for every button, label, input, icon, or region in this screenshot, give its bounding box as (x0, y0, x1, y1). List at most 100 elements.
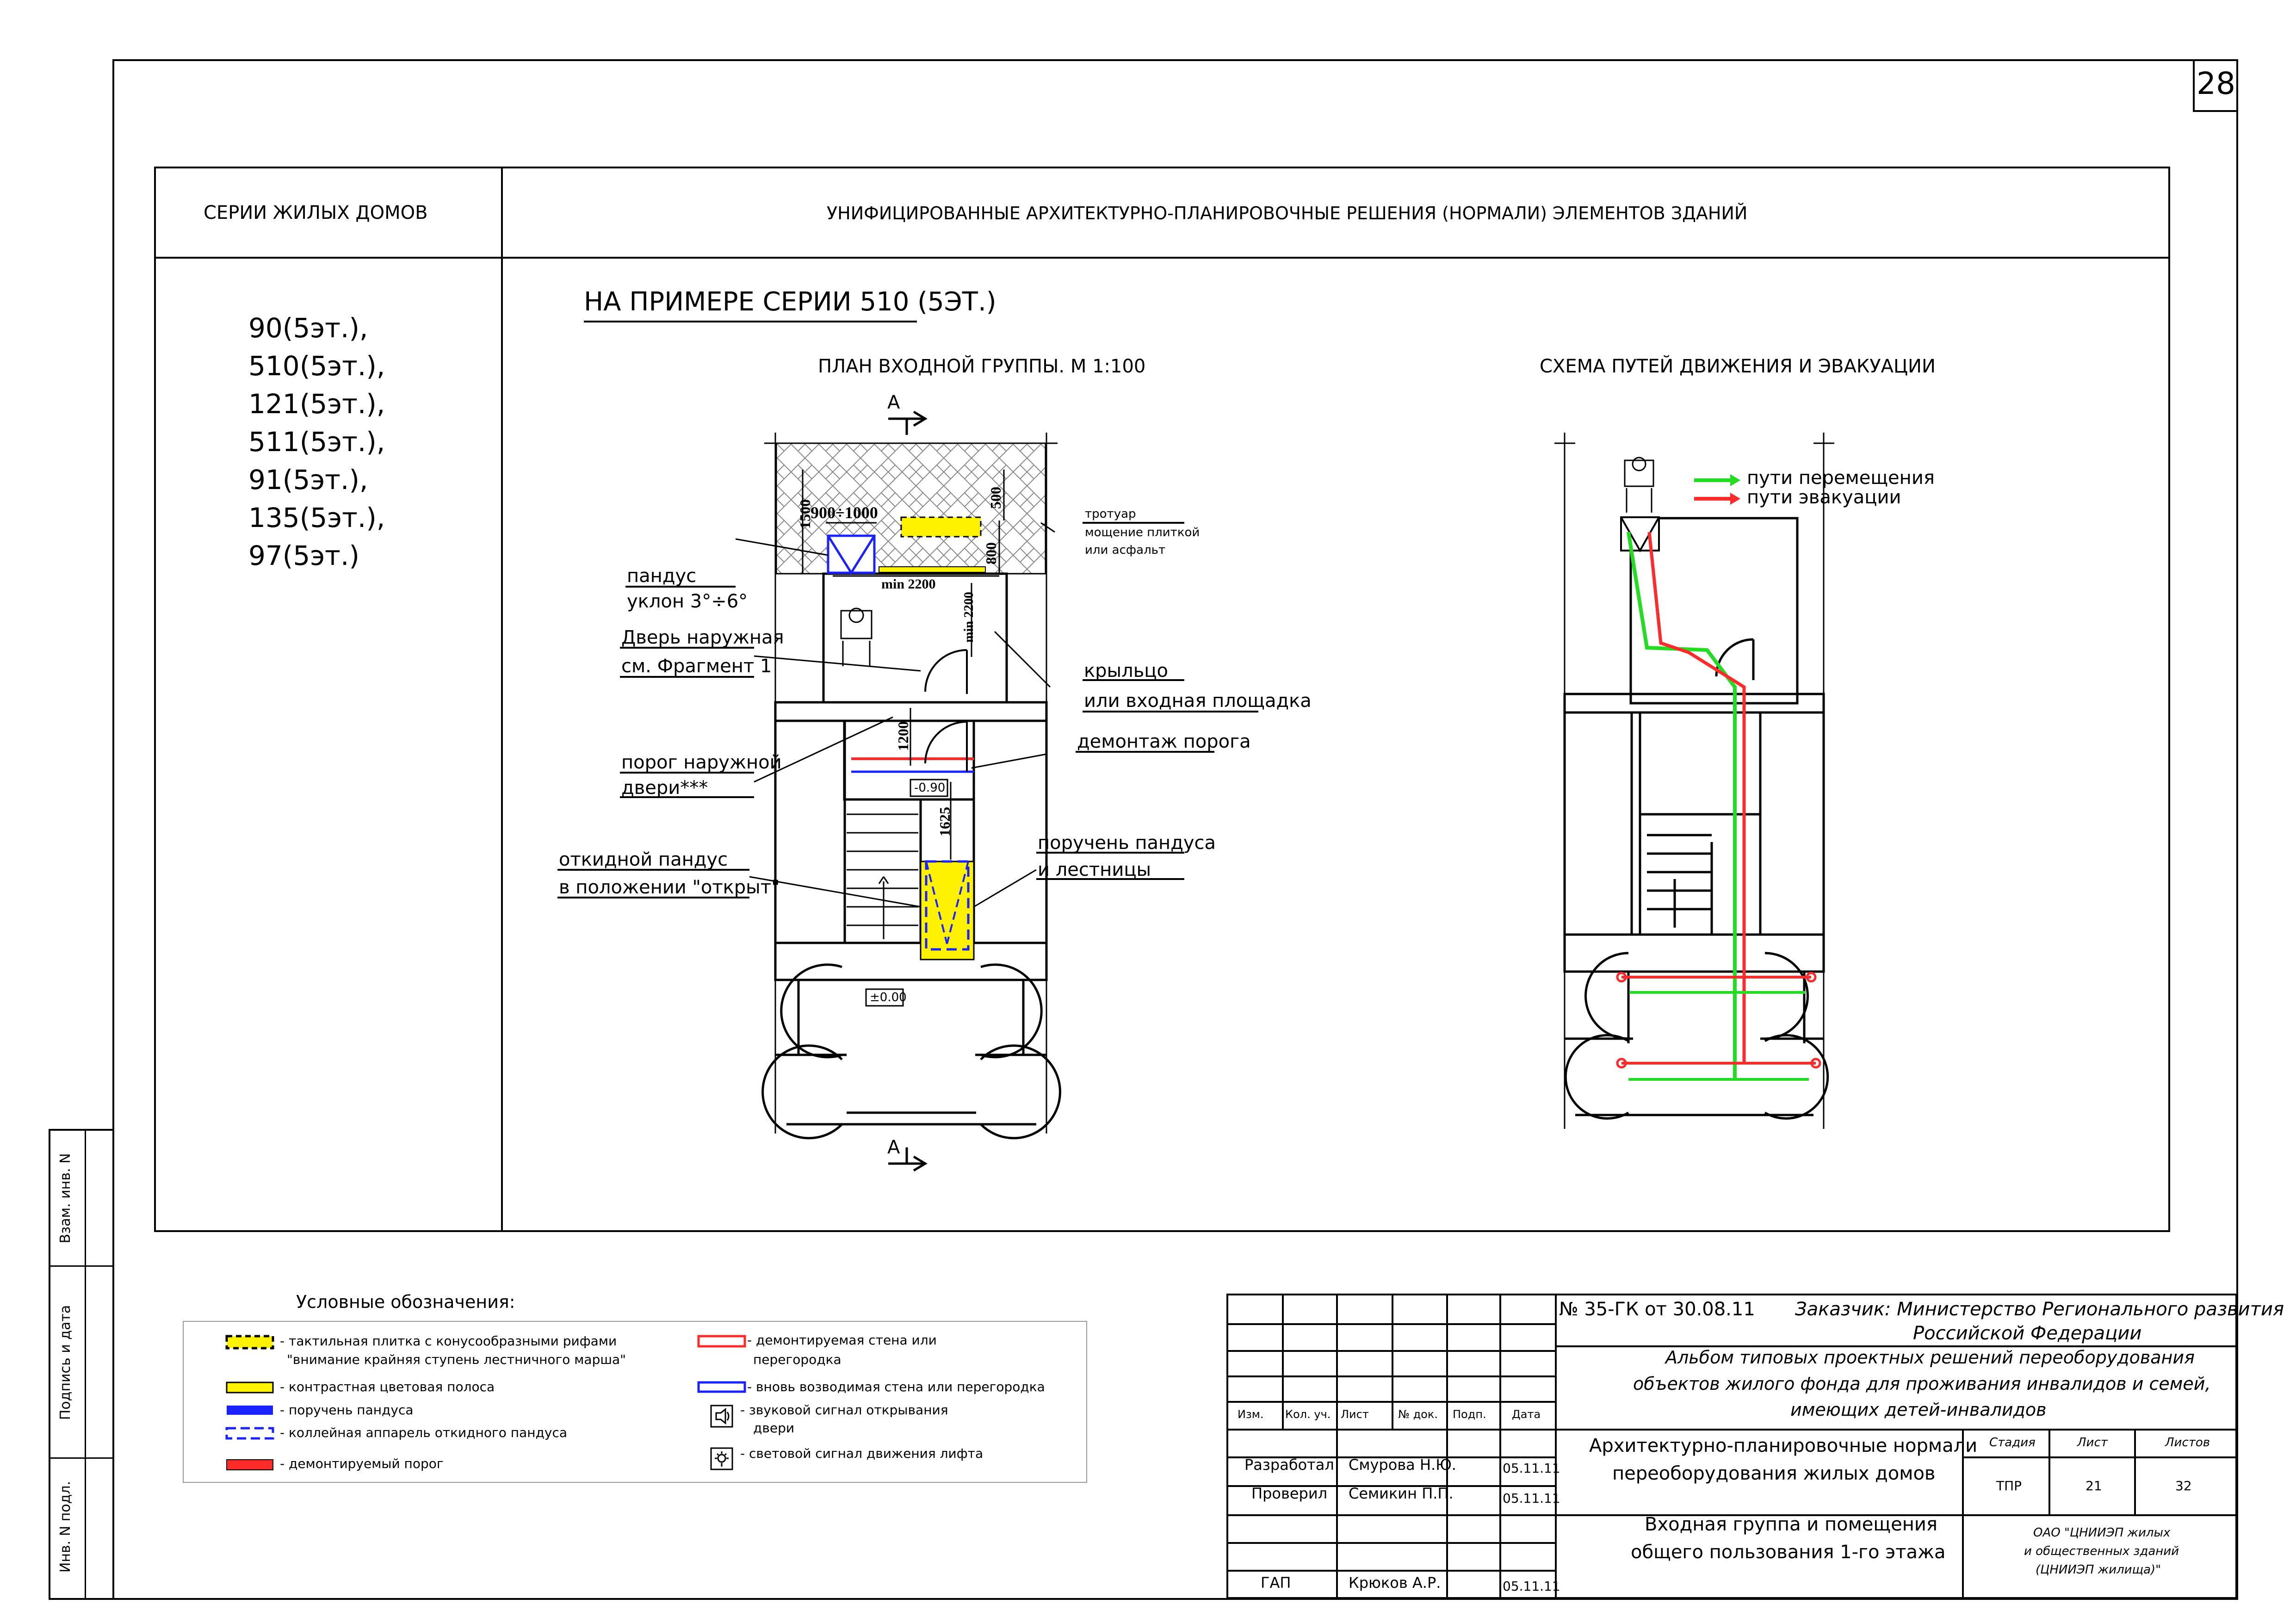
scheme-legend-movement: пути перемещения (1747, 467, 1935, 489)
level-minus: -0.90 (914, 781, 946, 795)
main-table-head-line (154, 257, 2170, 259)
stamp-contract: № 35-ГК от 30.08.11 (1559, 1299, 1755, 1320)
legend-title: Условные обозначения: (296, 1292, 515, 1312)
series-item: 91(5эт.), (248, 464, 368, 496)
example-title: НА ПРИМЕРЕ СЕРИИ 510 (5ЭТ.) (584, 287, 996, 317)
stamp-col-kol: Кол. уч. (1285, 1408, 1331, 1421)
light-signal-icon (710, 1447, 733, 1470)
dim-min2200-a: min 2200 (881, 576, 936, 592)
callout-otkid-1: откидной пандус (559, 849, 728, 870)
side-strip (49, 1129, 112, 1600)
series-item: 135(5эт.), (248, 502, 385, 533)
frame-right (2236, 59, 2238, 1600)
stamp-org-2: и общественных зданий (2024, 1544, 2179, 1558)
stamp-role-2: ГАП (1261, 1574, 1291, 1592)
stamp-customer-2: Российской Федерации (1913, 1323, 2142, 1344)
legend-left-0: - тактильная плитка с конусообразными ри… (280, 1333, 617, 1349)
legend-left-2: - поручень пандуса (280, 1402, 414, 1418)
callout-porog-1: порог наружной (621, 752, 782, 773)
stamp-album-1: Альбом типовых проектных решений переобо… (1665, 1347, 2195, 1368)
stamp-customer-1: Заказчик: Министерство Регионального раз… (1795, 1299, 2284, 1320)
legend-right-0: - демонтируемая стена или (747, 1332, 937, 1348)
legend-right-2: - звуковой сигнал открывания (740, 1402, 948, 1418)
callout-porog-2: двери*** (621, 777, 708, 799)
sound-signal-icon (710, 1405, 733, 1428)
new-wall-icon (697, 1381, 746, 1393)
stamp-col-podp: Подп. (1453, 1408, 1486, 1421)
side-strip-h2 (49, 1457, 112, 1459)
ramp-rail-icon (225, 1427, 274, 1440)
frame-top (112, 59, 2238, 61)
stamp-role-0: Разработал (1244, 1456, 1334, 1474)
callout-pandus-2: уклон 3°÷6° (627, 591, 748, 612)
stamp-sheet-2: общего пользования 1-го этажа (1631, 1542, 1946, 1563)
stamp-date-2: 05.11.11 (1503, 1579, 1560, 1594)
stamp-date-0: 05.11.11 (1503, 1461, 1560, 1476)
sidewalk-hatch (775, 442, 1046, 575)
frame-left (112, 59, 114, 1600)
stamp-role-1: Проверил (1251, 1485, 1328, 1502)
series-item: 97(5эт.) (248, 540, 360, 571)
tactile-tile-icon (225, 1335, 274, 1350)
callout-kryl-2: или входная площадка (1084, 690, 1312, 712)
header-right: УНИФИЦИРОВАННЫЕ АРХИТЕКТУРНО-ПЛАНИРОВОЧН… (827, 203, 1748, 223)
side-strip-divider (85, 1129, 86, 1600)
sheet-number-box (2193, 59, 2238, 112)
stamp-col-list: Лист (1341, 1408, 1369, 1421)
main-table (154, 167, 2170, 1232)
series-item: 510(5эт.), (248, 350, 385, 382)
main-table-col (501, 167, 503, 1232)
level-zero: ±0.00 (870, 991, 907, 1004)
scheme-legend-evacuation: пути эвакуации (1747, 487, 1901, 508)
callout-trotuar-2: мощение плиткой (1085, 526, 1200, 539)
legend-left-4: - демонтируемый порог (280, 1456, 444, 1471)
header-left: СЕРИИ ЖИЛЫХ ДОМОВ (204, 202, 428, 223)
movement-path (1627, 532, 1737, 1078)
stamp-lists: 32 (2175, 1478, 2192, 1493)
contrast-strip-icon (226, 1381, 274, 1394)
stamp-list-head: Лист (2077, 1436, 2108, 1450)
legend-right-1: - вновь возводимая стена или перегородка (747, 1379, 1045, 1394)
section-mark-bottom: А (887, 1137, 900, 1158)
callout-dver-2: см. Фрагмент 1 (621, 656, 772, 677)
callout-kryl-1: крыльцо (1084, 660, 1168, 681)
evacuation-path (1647, 532, 1746, 1064)
stamp-org-3: (ЦНИИЭП жилища)" (2036, 1563, 2161, 1577)
legend-left-0b: "внимание крайняя ступень лестничного ма… (287, 1352, 626, 1367)
callout-dver-1: Дверь наружная (621, 627, 784, 648)
series-item: 121(5эт.), (248, 388, 385, 420)
stamp-sheet-1: Входная группа и помещения (1645, 1514, 1937, 1535)
stamp-section-1: Архитектурно-планировочные нормали (1589, 1435, 1978, 1456)
stamp-org-1: ОАО "ЦНИИЭП жилых (2033, 1526, 2171, 1540)
callout-pandus-1: пандус (627, 565, 697, 587)
stamp-col-izm: Изм. (1238, 1408, 1264, 1421)
legend-right-3: - световой сигнал движения лифта (740, 1446, 984, 1461)
callout-poruch-2: и лестницы (1038, 859, 1151, 880)
frame-bottom (112, 1598, 2238, 1600)
section-mark-top: А (887, 392, 900, 413)
stamp-section-2: переоборудования жилых домов (1612, 1463, 1936, 1484)
stamp-lists-head: Листов (2165, 1436, 2210, 1450)
stamp-col-data: Дата (1512, 1408, 1541, 1421)
stamp-name-1: Семикин П.П. (1349, 1485, 1454, 1502)
callout-demontazh: демонтаж порога (1077, 731, 1251, 752)
series-item: 90(5эт.), (248, 312, 368, 344)
handrail-icon (227, 1406, 273, 1415)
removed-wall-icon (697, 1335, 746, 1348)
sheet-number: 28 (2197, 66, 2235, 101)
side-strip-h1 (49, 1265, 112, 1267)
removed-threshold-icon (226, 1459, 273, 1470)
stamp-date-1: 05.11.11 (1503, 1491, 1560, 1506)
stamp-name-0: Смурова Н.Ю. (1349, 1456, 1456, 1474)
dim-900: 900÷1000 (811, 503, 878, 522)
legend-right-0b: перегородка (753, 1352, 842, 1367)
scheme-title: СХЕМА ПУТЕЙ ДВИЖЕНИЯ И ЭВАКУАЦИИ (1540, 356, 1936, 377)
stamp-stage: ТПР (1996, 1478, 2022, 1493)
stamp-album-3: имеющих детей-инвалидов (1790, 1400, 2047, 1420)
plan-title: ПЛАН ВХОДНОЙ ГРУППЫ. М 1:100 (818, 356, 1146, 377)
legend-left-1: - контрастная цветовая полоса (280, 1379, 495, 1394)
callout-trotuar-1: тротуар (1085, 507, 1136, 521)
